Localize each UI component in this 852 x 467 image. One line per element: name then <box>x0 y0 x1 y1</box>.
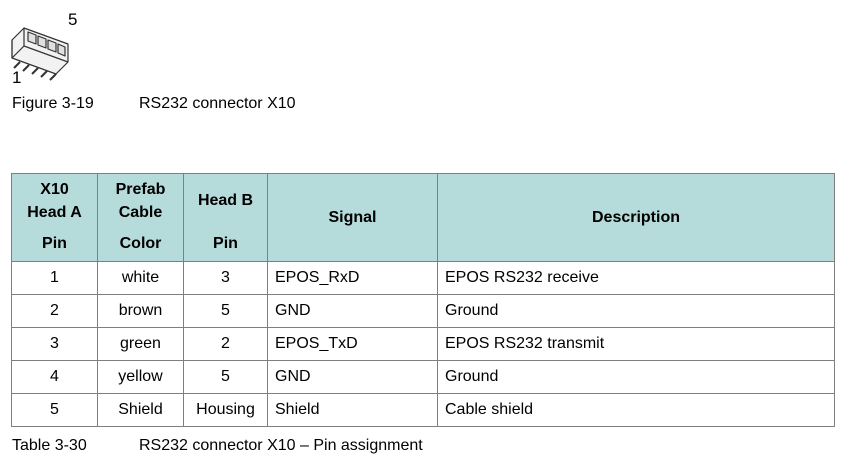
cell-cable-color: green <box>97 327 184 361</box>
cell-description: Cable shield <box>437 393 835 427</box>
connector-x10-icon <box>11 27 69 81</box>
table-row: 2 brown 5 GND Ground <box>11 294 835 328</box>
header-prefab-cable-color: Prefab Cable Color <box>97 173 184 262</box>
table-number: Table 3-30 <box>12 437 87 454</box>
cell-head-a-pin: 4 <box>11 360 98 394</box>
table-row: 3 green 2 EPOS_TxD EPOS RS232 transmit <box>11 327 835 361</box>
cell-signal: GND <box>267 294 438 328</box>
table-row: 5 Shield Housing Shield Cable shield <box>11 393 835 427</box>
figure-title: RS232 connector X10 <box>139 95 296 112</box>
cell-cable-color: white <box>97 261 184 295</box>
pin-5-label: 5 <box>68 10 78 29</box>
cell-signal: EPOS_RxD <box>267 261 438 295</box>
cell-head-b-pin: 2 <box>183 327 268 361</box>
cell-description: EPOS RS232 receive <box>437 261 835 295</box>
cell-cable-color: Shield <box>97 393 184 427</box>
header-description: Description <box>437 173 835 262</box>
table-row: 4 yellow 5 GND Ground <box>11 360 835 394</box>
pin-1-label: 1 <box>12 68 22 87</box>
cell-cable-color: brown <box>97 294 184 328</box>
table-row: 1 white 3 EPOS_RxD EPOS RS232 receive <box>11 261 835 295</box>
cell-description: Ground <box>437 294 835 328</box>
cell-head-b-pin: 5 <box>183 294 268 328</box>
header-head-b-pin: Head B Pin <box>183 173 268 262</box>
cell-description: EPOS RS232 transmit <box>437 327 835 361</box>
cell-signal: GND <box>267 360 438 394</box>
cell-signal: EPOS_TxD <box>267 327 438 361</box>
cell-signal: Shield <box>267 393 438 427</box>
cell-description: Ground <box>437 360 835 394</box>
figure-number: Figure 3-19 <box>12 95 94 112</box>
header-x10-head-a-pin: X10 Head A Pin <box>11 173 98 262</box>
cell-head-b-pin: 3 <box>183 261 268 295</box>
cell-head-a-pin: 2 <box>11 294 98 328</box>
cell-head-b-pin: Housing <box>183 393 268 427</box>
cell-head-a-pin: 1 <box>11 261 98 295</box>
pin-assignment-table: X10 Head A Pin Prefab Cable Color Head B… <box>11 173 835 427</box>
table-caption: Table 3-30 RS232 connector X10 – Pin assi… <box>12 437 423 455</box>
figure-caption: Figure 3-19 RS232 connector X10 <box>12 95 296 113</box>
header-signal: Signal <box>267 173 438 262</box>
cell-head-b-pin: 5 <box>183 360 268 394</box>
table-title: RS232 connector X10 – Pin assignment <box>139 437 423 454</box>
cell-cable-color: yellow <box>97 360 184 394</box>
cell-head-a-pin: 5 <box>11 393 98 427</box>
cell-head-a-pin: 3 <box>11 327 98 361</box>
